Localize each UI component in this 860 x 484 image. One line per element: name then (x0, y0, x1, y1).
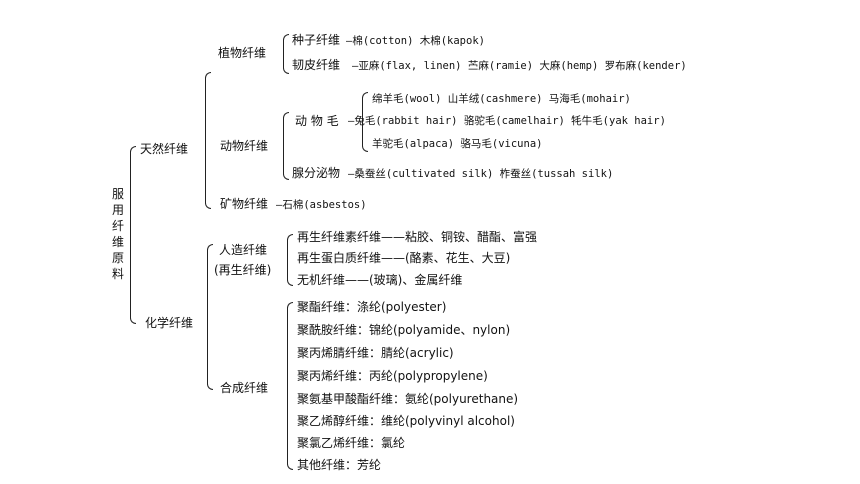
animal-hair-label: 动 物 毛 (295, 114, 339, 128)
plant-brace (283, 34, 289, 74)
animal-hair-line: 羊驼毛(alpaca) 骆马毛(vicuna) (372, 138, 543, 150)
bast-fiber-label: 韧皮纤维 (292, 58, 341, 72)
chemical-brace (207, 244, 213, 390)
manmade-fiber-sublabel: (再生纤维) (214, 263, 272, 277)
animal-hair-brace (362, 92, 368, 152)
animal-brace (283, 112, 289, 180)
manmade-brace (287, 234, 293, 286)
synthetic-item: 聚丙烯腈纤维：腈纶(acrylic) (297, 346, 454, 360)
animal-hair-line: —兔毛(rabbit hair) 骆驼毛(camelhair) 牦牛毛(yak … (348, 115, 666, 127)
synthetic-item: 其他纤维：芳纶 (297, 458, 382, 472)
root-label: 服 用 纤 维 原 料 (111, 186, 125, 282)
plant-fiber-label: 植物纤维 (218, 46, 267, 60)
synthetic-fiber-label: 合成纤维 (220, 381, 269, 395)
synthetic-item: 聚乙烯醇纤维：维纶(polyvinyl alcohol) (297, 414, 515, 428)
synthetic-brace (287, 302, 293, 470)
animal-fiber-label: 动物纤维 (220, 139, 269, 153)
synthetic-item: 聚丙烯纤维：丙纶(polypropylene) (297, 369, 488, 383)
natural-brace (205, 72, 211, 209)
root-char: 原 (111, 251, 124, 265)
root-char: 用 (111, 203, 124, 217)
root-char: 服 (111, 187, 124, 201)
manmade-fiber-label: 人造纤维 (219, 243, 268, 257)
mineral-fiber-value: —石棉(asbestos) (276, 199, 367, 211)
synthetic-item: 聚氨基甲酸酯纤维：氨纶(polyurethane) (297, 392, 519, 406)
root-char: 维 (111, 235, 124, 249)
seed-fiber-label: 种子纤维 (292, 33, 341, 47)
synthetic-item: 聚氯乙烯纤维：氯纶 (297, 436, 406, 450)
animal-hair-line: 绵羊毛(wool) 山羊绒(cashmere) 马海毛(mohair) (372, 93, 631, 105)
chemical-fiber-label: 化学纤维 (145, 316, 194, 330)
natural-fiber-label: 天然纤维 (140, 142, 189, 156)
root-char: 纤 (111, 219, 124, 233)
mineral-fiber-label: 矿物纤维 (220, 197, 269, 211)
synthetic-item: 聚酯纤维：涤纶(polyester) (297, 300, 447, 314)
manmade-item: 再生蛋白质纤维——(酪素、花生、大豆) (297, 251, 511, 265)
gland-secretion-value: —桑蚕丝(cultivated silk) 柞蚕丝(tussah silk) (348, 168, 614, 180)
seed-fiber-value: —棉(cotton) 木棉(kapok) (346, 35, 485, 47)
root-char: 料 (111, 267, 124, 281)
manmade-item: 无机纤维——(玻璃)、金属纤维 (297, 273, 463, 287)
gland-secretion-label: 腺分泌物 (292, 166, 341, 180)
root-brace (130, 146, 136, 324)
bast-fiber-value: —亚麻(flax, linen) 苎麻(ramie) 大麻(hemp) 罗布麻(… (352, 60, 687, 72)
manmade-item: 再生纤维素纤维——粘胶、铜铵、醋酯、富强 (297, 230, 538, 244)
synthetic-item: 聚酰胺纤维：锦纶(polyamide、nylon) (297, 323, 511, 337)
